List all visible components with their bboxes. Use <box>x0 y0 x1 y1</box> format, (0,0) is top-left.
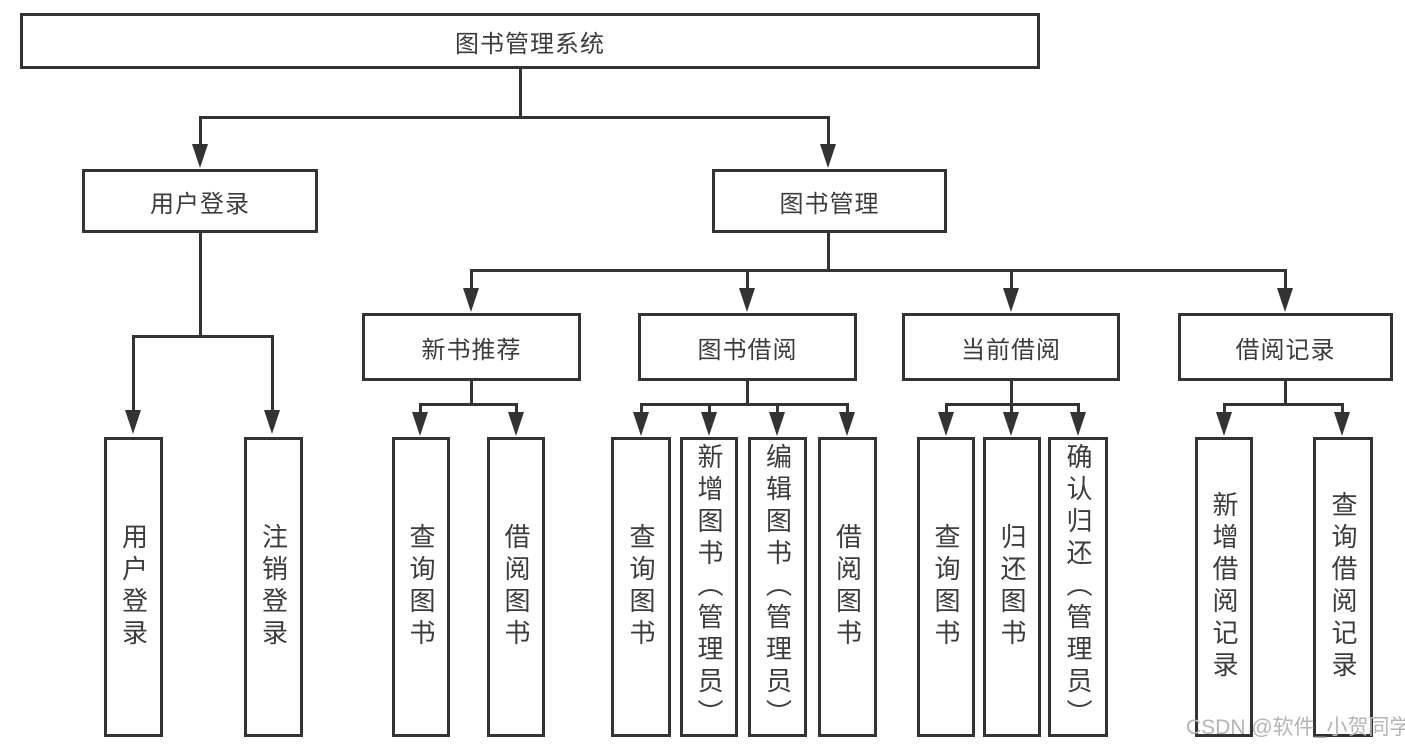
connector-level3-hline <box>470 269 1286 272</box>
arrowhead-bb-edit <box>769 412 785 436</box>
connector-root-stem <box>519 66 522 118</box>
node-new-book-recommend: 新书推荐 <box>362 313 581 381</box>
leaf-query-books-recommend: 查询图书 <box>392 437 450 737</box>
leaf-query-borrow-record: 查询借阅记录 <box>1313 437 1373 737</box>
leaf-edit-book-admin-label: 编辑图书（管理员） <box>762 443 793 731</box>
node-book-management-label: 图书管理 <box>779 190 880 218</box>
leaf-query-books-borrow: 查询图书 <box>611 437 671 737</box>
leaf-return-book: 归还图书 <box>983 437 1041 737</box>
arrowhead-cb-confirm <box>1070 412 1086 436</box>
connector-drop-leaf-user-login <box>132 335 135 412</box>
leaf-user-login: 用户登录 <box>104 437 163 737</box>
connector-drop-nb-query <box>419 403 422 413</box>
arrowhead-book-management <box>820 144 836 168</box>
connector-book-borrow-hline <box>640 403 848 406</box>
connector-user-login-hline <box>132 335 273 338</box>
connector-new-book-hline <box>419 403 518 406</box>
node-user-login: 用户登录 <box>82 169 318 233</box>
arrowhead-book-borrow <box>739 288 755 312</box>
connector-drop-bb-borrow <box>846 403 849 413</box>
node-book-management: 图书管理 <box>712 169 947 233</box>
connector-level2-hline <box>199 116 830 119</box>
leaf-add-book-admin: 新增图书（管理员） <box>680 437 738 737</box>
arrowhead-user-login <box>192 144 208 168</box>
leaf-return-book-label: 归还图书 <box>997 523 1027 651</box>
connector-book-borrow-stem <box>746 381 749 406</box>
connector-drop-leaf-logout <box>271 335 274 412</box>
connector-drop-new-book-recommend <box>470 269 473 289</box>
node-current-borrow-label: 当前借阅 <box>961 336 1061 364</box>
arrowhead-current-borrow <box>1003 288 1019 312</box>
arrowhead-new-book-recommend <box>463 288 479 312</box>
leaf-add-borrow-record: 新增借阅记录 <box>1195 437 1253 737</box>
leaf-query-books-current: 查询图书 <box>917 437 975 737</box>
leaf-query-borrow-record-label: 查询借阅记录 <box>1328 491 1358 683</box>
arrowhead-leaf-user-login <box>125 410 141 434</box>
node-user-login-label: 用户登录 <box>150 190 250 218</box>
node-new-book-recommend-label: 新书推荐 <box>421 336 522 364</box>
connector-drop-cb-return <box>1010 403 1013 413</box>
connector-drop-br-query <box>1341 403 1344 413</box>
node-book-borrow: 图书借阅 <box>638 313 857 381</box>
arrowhead-cb-return <box>1003 412 1019 436</box>
arrowhead-bb-query <box>633 412 649 436</box>
leaf-user-login-label: 用户登录 <box>118 523 149 651</box>
leaf-query-books-borrow-label: 查询图书 <box>626 523 656 651</box>
connector-drop-cb-confirm <box>1077 403 1080 413</box>
arrowhead-br-add <box>1216 412 1232 436</box>
leaf-add-borrow-record-label: 新增借阅记录 <box>1209 491 1239 683</box>
connector-drop-book-management <box>827 116 830 146</box>
connector-book-management-stem <box>827 233 830 271</box>
connector-borrow-records-stem <box>1284 381 1287 406</box>
leaf-logout-label: 注销登录 <box>258 523 289 651</box>
node-library-system: 图书管理系统 <box>20 13 1040 69</box>
arrowhead-leaf-logout <box>264 410 280 434</box>
connector-drop-borrow-records <box>1284 269 1287 289</box>
connector-new-book-stem <box>470 381 473 406</box>
leaf-borrow-books-borrow-label: 借阅图书 <box>832 523 863 651</box>
node-book-borrow-label: 图书借阅 <box>697 336 798 364</box>
leaf-query-books-current-label: 查询图书 <box>931 523 961 651</box>
connector-drop-book-borrow <box>746 269 749 289</box>
arrowhead-cb-query <box>938 412 954 436</box>
leaf-edit-book-admin: 编辑图书（管理员） <box>748 437 807 737</box>
connector-drop-bb-query <box>640 403 643 413</box>
arrowhead-nb-query <box>412 412 428 436</box>
leaf-borrow-books-recommend: 借阅图书 <box>487 437 545 737</box>
connector-user-login-stem <box>199 233 202 338</box>
leaf-logout: 注销登录 <box>244 437 303 737</box>
leaf-query-books-recommend-label: 查询图书 <box>406 523 436 651</box>
node-current-borrow: 当前借阅 <box>902 313 1120 381</box>
leaf-add-book-admin-label: 新增图书（管理员） <box>694 443 724 731</box>
connector-drop-cb-query <box>945 403 948 413</box>
arrowhead-bb-borrow <box>839 412 855 436</box>
leaf-borrow-books-recommend-label: 借阅图书 <box>501 523 531 651</box>
leaf-borrow-books-borrow: 借阅图书 <box>818 437 877 737</box>
connector-drop-bb-edit <box>776 403 779 413</box>
connector-current-borrow-stem <box>1010 381 1013 406</box>
arrowhead-nb-borrow <box>508 412 524 436</box>
node-borrow-records: 借阅记录 <box>1178 313 1393 381</box>
leaf-confirm-return-admin-label: 确认归还（管理员） <box>1063 443 1093 731</box>
node-borrow-records-label: 借阅记录 <box>1235 336 1336 364</box>
arrowhead-bb-add <box>701 412 717 436</box>
connector-borrow-records-hline <box>1223 403 1344 406</box>
leaf-confirm-return-admin: 确认归还（管理员） <box>1048 437 1108 737</box>
connector-drop-user-login <box>199 116 202 146</box>
watermark: CSDN @软件_小贺同学 <box>1186 716 1405 739</box>
connector-drop-current-borrow <box>1010 269 1013 289</box>
connector-drop-nb-borrow <box>515 403 518 413</box>
node-library-system-label: 图书管理系统 <box>455 30 605 58</box>
connector-drop-br-add <box>1223 403 1226 413</box>
arrowhead-borrow-records <box>1277 288 1293 312</box>
arrowhead-br-query <box>1334 412 1350 436</box>
connector-drop-bb-add <box>708 403 711 413</box>
